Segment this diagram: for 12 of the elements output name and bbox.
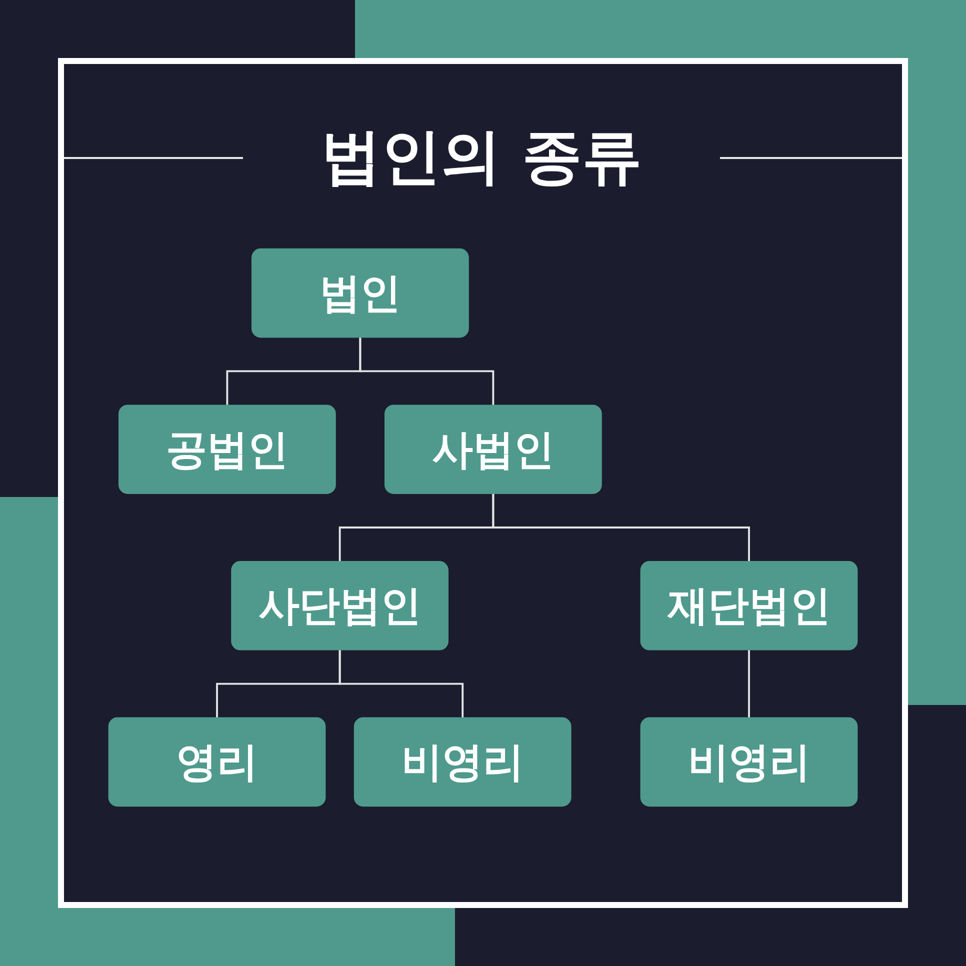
title: 법인의 종류 <box>320 121 643 194</box>
category-box: 비영리 <box>354 717 572 807</box>
connector-line <box>492 494 750 562</box>
connector-line <box>338 650 464 718</box>
category-box: 공법인 <box>118 404 336 494</box>
connector-line <box>748 650 750 718</box>
category-box: 사법인 <box>384 404 602 494</box>
category-box: 사단법인 <box>231 561 448 650</box>
connector-line <box>359 337 494 406</box>
category-box: 비영리 <box>640 717 858 807</box>
category-box: 영리 <box>108 717 326 807</box>
category-box: 법인 <box>251 248 469 338</box>
